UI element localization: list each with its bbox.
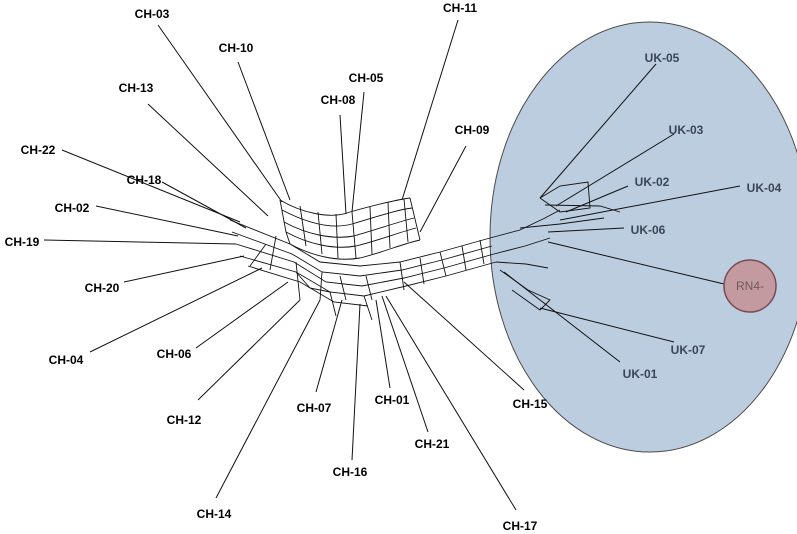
edge-uk05 [539,63,657,199]
label-ch10: CH-10 [219,41,254,55]
edge-ch05 [351,91,365,213]
network-core [229,181,621,321]
edge-ch19 [43,239,237,245]
label-ch02: CH-02 [55,201,90,215]
edge-uk06 [547,227,625,233]
label-uk06: UK-06 [631,223,666,237]
edge-ch14 [215,299,321,499]
edge-ch17 [385,295,517,511]
label-ch20: CH-20 [85,281,120,295]
label-uk01: UK-01 [623,367,658,381]
edge-ch13 [147,103,269,217]
edge-ch10 [237,61,291,201]
edge-uk02 [565,185,629,213]
label-ch03: CH-03 [135,7,170,21]
edge-ch16 [351,303,361,461]
label-ch12: CH-12 [167,413,202,427]
label-ch16: CH-16 [333,465,368,479]
edge-uk07 [539,307,675,343]
label-ch13: CH-13 [119,81,154,95]
edge-ch20 [123,255,245,283]
label-ch11: CH-11 [443,1,477,15]
edge-ch07 [315,299,343,393]
edge-ch02 [95,205,239,237]
label-uk04: UK-04 [747,181,782,195]
label-uk05: UK-05 [645,51,680,65]
edge-ch18 [161,181,247,229]
label-rn4: RN4- [736,279,764,293]
edge-rn4 [547,241,725,285]
edge-uk01 [503,271,621,363]
label-ch08: CH-08 [321,93,356,107]
label-uk07: UK-07 [671,343,706,357]
label-ch04: CH-04 [49,353,84,367]
label-ch22: CH-22 [21,143,56,157]
edge-ch08 [339,114,347,215]
edge-ch04 [89,267,263,353]
edge-ch01 [375,299,391,389]
label-ch05: CH-05 [349,71,384,85]
edge-ch12 [197,299,301,401]
label-ch01: CH-01 [375,393,410,407]
edge-ch15 [403,281,525,391]
edge-ch03 [157,24,283,203]
edge-ch22 [61,149,241,223]
label-ch18: CH-18 [127,173,162,187]
label-ch14: CH-14 [197,507,232,521]
label-uk03: UK-03 [669,123,704,137]
taxon-labels: CH-03 CH-10 CH-11 CH-05 CH-08 CH-13 CH-0… [5,1,782,533]
uk-cluster-ellipse [489,21,797,453]
edge-uk04 [559,185,741,221]
label-ch17: CH-17 [503,519,538,533]
label-ch21: CH-21 [415,437,450,451]
label-ch06: CH-06 [157,347,192,361]
edge-ch06 [195,281,289,349]
edge-ch11 [401,19,459,201]
label-ch15: CH-15 [513,397,548,411]
label-ch07: CH-07 [297,401,332,415]
label-ch19: CH-19 [5,235,40,249]
edge-ch09 [419,145,467,233]
rn4-highlight-circle [723,259,777,313]
label-ch09: CH-09 [455,123,490,137]
label-uk02: UK-02 [635,175,670,189]
network-edges [43,19,741,511]
edge-ch21 [381,295,429,433]
edge-uk03 [555,133,675,207]
